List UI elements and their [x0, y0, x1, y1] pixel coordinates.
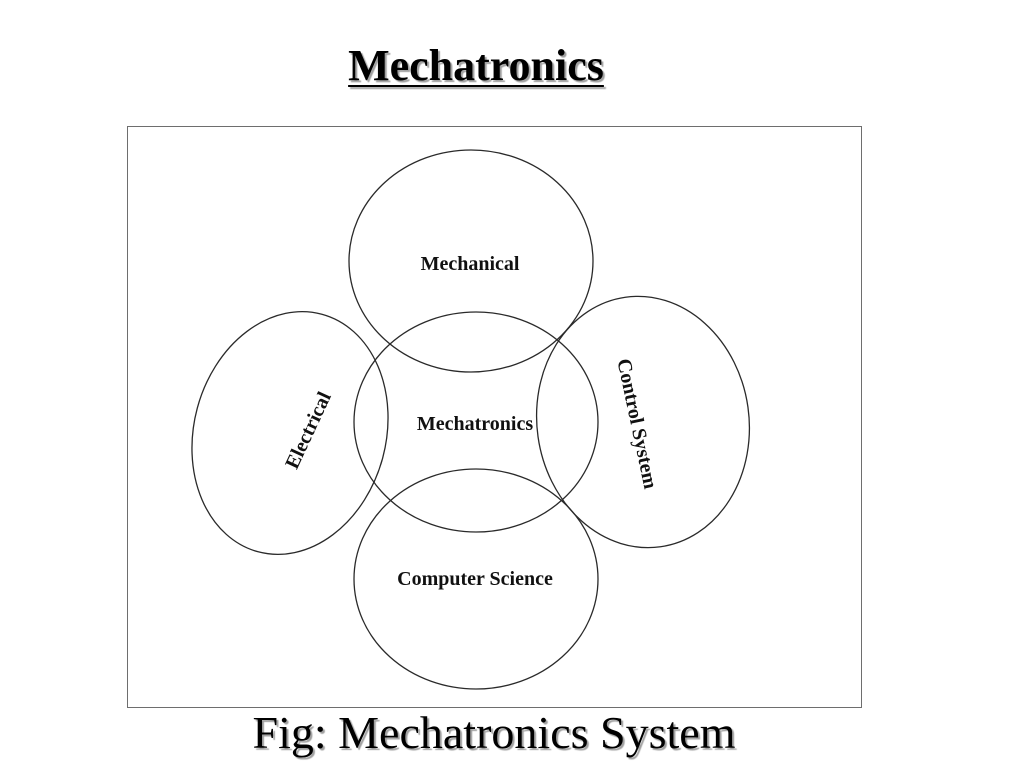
computer-science-label: Computer Science: [397, 568, 553, 590]
electrical-label: Electrical: [281, 388, 336, 472]
figure-caption: Fig: Mechatronics System: [252, 707, 736, 758]
control-system-circle: [535, 295, 751, 549]
slide-title: Mechatronics: [348, 41, 604, 90]
mechanical-label: Mechanical: [421, 253, 520, 275]
control-system-label: Control System: [612, 357, 661, 491]
mechanical-circle: [348, 149, 594, 373]
venn-diagram: Mechanical Mechatronics Electrical Contr…: [191, 149, 751, 690]
mechatronics-circle: [353, 311, 599, 533]
mechatronics-label: Mechatronics: [417, 413, 533, 435]
computer-science-circle: [353, 468, 599, 690]
electrical-circle: [191, 310, 389, 556]
venn-diagram-frame: Mechanical Mechatronics Electrical Contr…: [127, 126, 862, 708]
